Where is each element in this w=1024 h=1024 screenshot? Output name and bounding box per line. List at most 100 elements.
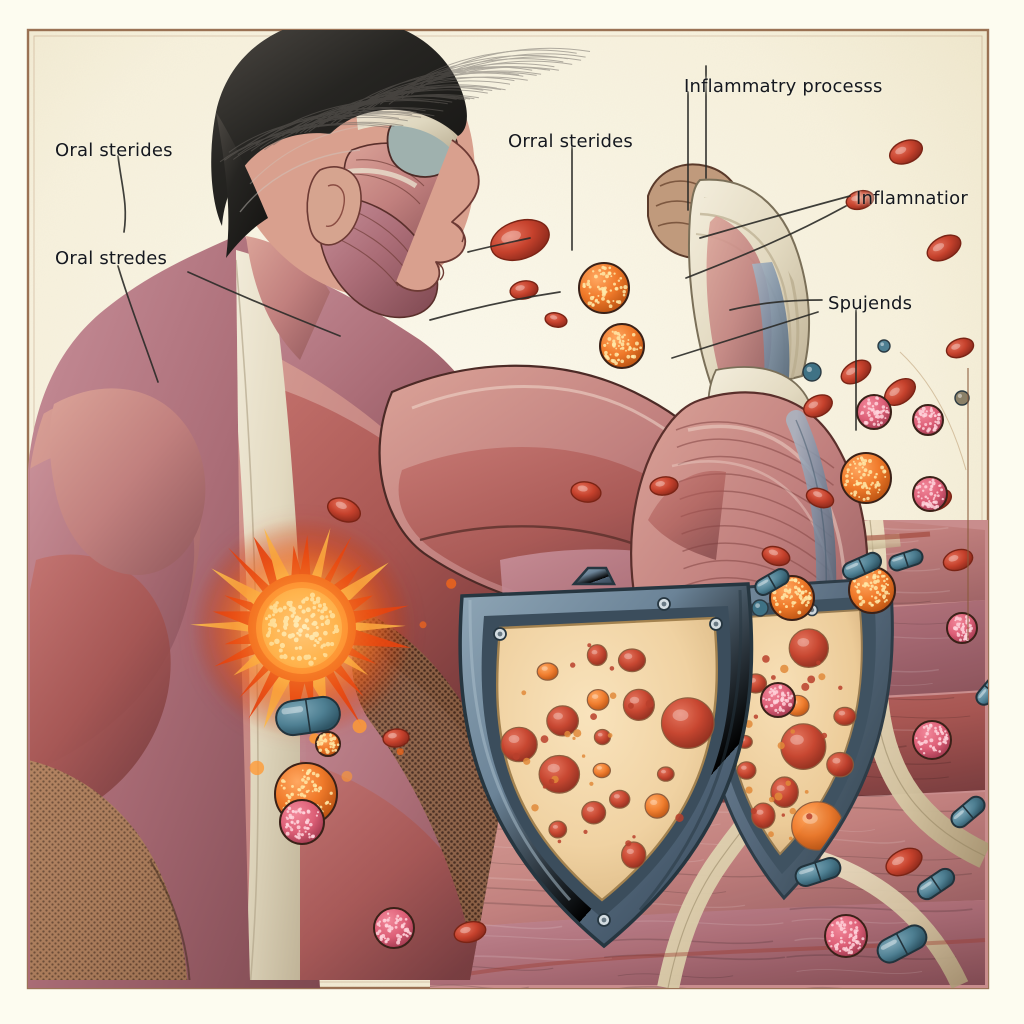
shield-speck [531, 804, 539, 812]
label-oral-sterides-1: Oral sterides [55, 140, 173, 161]
leader-line-inflamnatior [699, 195, 851, 239]
shield-speck [564, 730, 571, 738]
immune-cell-pink [912, 720, 952, 760]
shield-speck [789, 807, 796, 815]
red-blood-cell [926, 234, 962, 262]
leader-line-back-upper [429, 291, 561, 321]
red-blood-cell [509, 280, 539, 300]
shield-speck [801, 682, 810, 691]
shield-speck [583, 829, 588, 835]
cell-highlight [650, 799, 658, 806]
immune-cell-pink [856, 394, 892, 430]
red-blood-cell [544, 312, 568, 328]
cell-highlight [596, 766, 603, 770]
hair-strand [419, 47, 591, 86]
cell-highlight [756, 809, 764, 815]
inflammation-spark [352, 719, 367, 734]
label-spujends: Spujends [828, 293, 913, 314]
leader-line-oral-sterides-1 [117, 155, 127, 233]
shield-immune-cell [538, 754, 581, 794]
shield-immune-cell [644, 793, 670, 819]
shield-speck [821, 732, 828, 739]
red-blood-cell [803, 394, 833, 418]
shield-speck [745, 786, 753, 794]
cell-highlight [597, 732, 603, 737]
immune-cell-pink [912, 404, 944, 436]
red-blood-cell [570, 481, 602, 503]
shield-speck [788, 836, 793, 841]
shield-speck [557, 839, 562, 844]
shield-immune-cell [621, 841, 647, 869]
shield-immune-cell [592, 762, 612, 779]
shield-speck [816, 660, 821, 666]
cell-highlight [629, 696, 640, 704]
cell-highlight [661, 769, 666, 774]
immune-cell-orange [315, 731, 341, 757]
secondary-shield [696, 576, 894, 901]
platelet-dot [954, 390, 970, 406]
immune-cell-pink [912, 476, 948, 512]
leader-line-spujends-b [671, 311, 819, 359]
shield-immune-cell [586, 689, 610, 711]
shield-speck [540, 735, 549, 743]
immune-cell-orange [848, 566, 896, 614]
label-inflammatry-process: Inflammatry processs [684, 76, 883, 97]
hair-strand [233, 121, 404, 160]
inflammation-spark [249, 760, 265, 776]
shield-speck [774, 792, 783, 801]
shield-immune-cell [788, 628, 830, 669]
hair-strand [410, 56, 582, 95]
shield-speck [589, 781, 594, 786]
hair-strand [388, 66, 559, 105]
cell-highlight [591, 650, 598, 655]
shield-speck [548, 778, 555, 785]
red-blood-cell [942, 548, 974, 572]
shield-speck [806, 813, 813, 820]
capsule-pill [950, 795, 986, 829]
immune-cell-pink [760, 682, 796, 718]
tissue-fiber [605, 938, 774, 945]
shield-immune-cell [586, 644, 608, 667]
shield-speck [625, 840, 632, 847]
shield-speck [587, 643, 592, 648]
shield-speck [750, 808, 757, 815]
shield-speck [632, 835, 636, 839]
leader-lines [117, 65, 857, 431]
cell-highlight [624, 653, 633, 660]
shield-speck [777, 742, 785, 750]
cell-highlight [626, 848, 634, 855]
shield-speck [572, 736, 576, 741]
cell-highlight [797, 638, 810, 647]
shield-speck [607, 733, 613, 738]
shield-rivets [493, 597, 723, 927]
shield-speck [609, 692, 617, 699]
inflammation-spark [341, 771, 353, 782]
shield-immune-cell [622, 688, 656, 722]
leader-line-oral-stredes-2b [187, 271, 341, 337]
hair-strand [273, 107, 444, 146]
cell-highlight [672, 709, 689, 721]
label-orral-sterides: Orral sterides [508, 131, 633, 152]
shield-immune-cell [609, 789, 631, 809]
capsule-pill [888, 548, 924, 572]
shield-speck [521, 690, 527, 696]
shield-speck [590, 713, 597, 720]
capsule-pill [275, 695, 341, 737]
shield-speck [771, 675, 776, 680]
immune-cell-orange [840, 452, 892, 504]
shield-immune-cell [833, 706, 857, 727]
cell-highlight [776, 785, 785, 792]
cell-highlight [553, 712, 563, 720]
hair-strand [401, 60, 573, 99]
shield-immune-cell [660, 697, 715, 749]
immune-cell-orange [599, 323, 645, 369]
cell-highlight [547, 763, 560, 773]
shield-immune-cell [536, 662, 559, 681]
immune-cell-pink [946, 612, 978, 644]
shield-immune-cell [656, 766, 675, 782]
red-blood-cell [382, 728, 410, 748]
shield-immune-cell [750, 802, 776, 830]
red-blood-cell [327, 497, 361, 523]
tissue-fiber [603, 954, 786, 961]
